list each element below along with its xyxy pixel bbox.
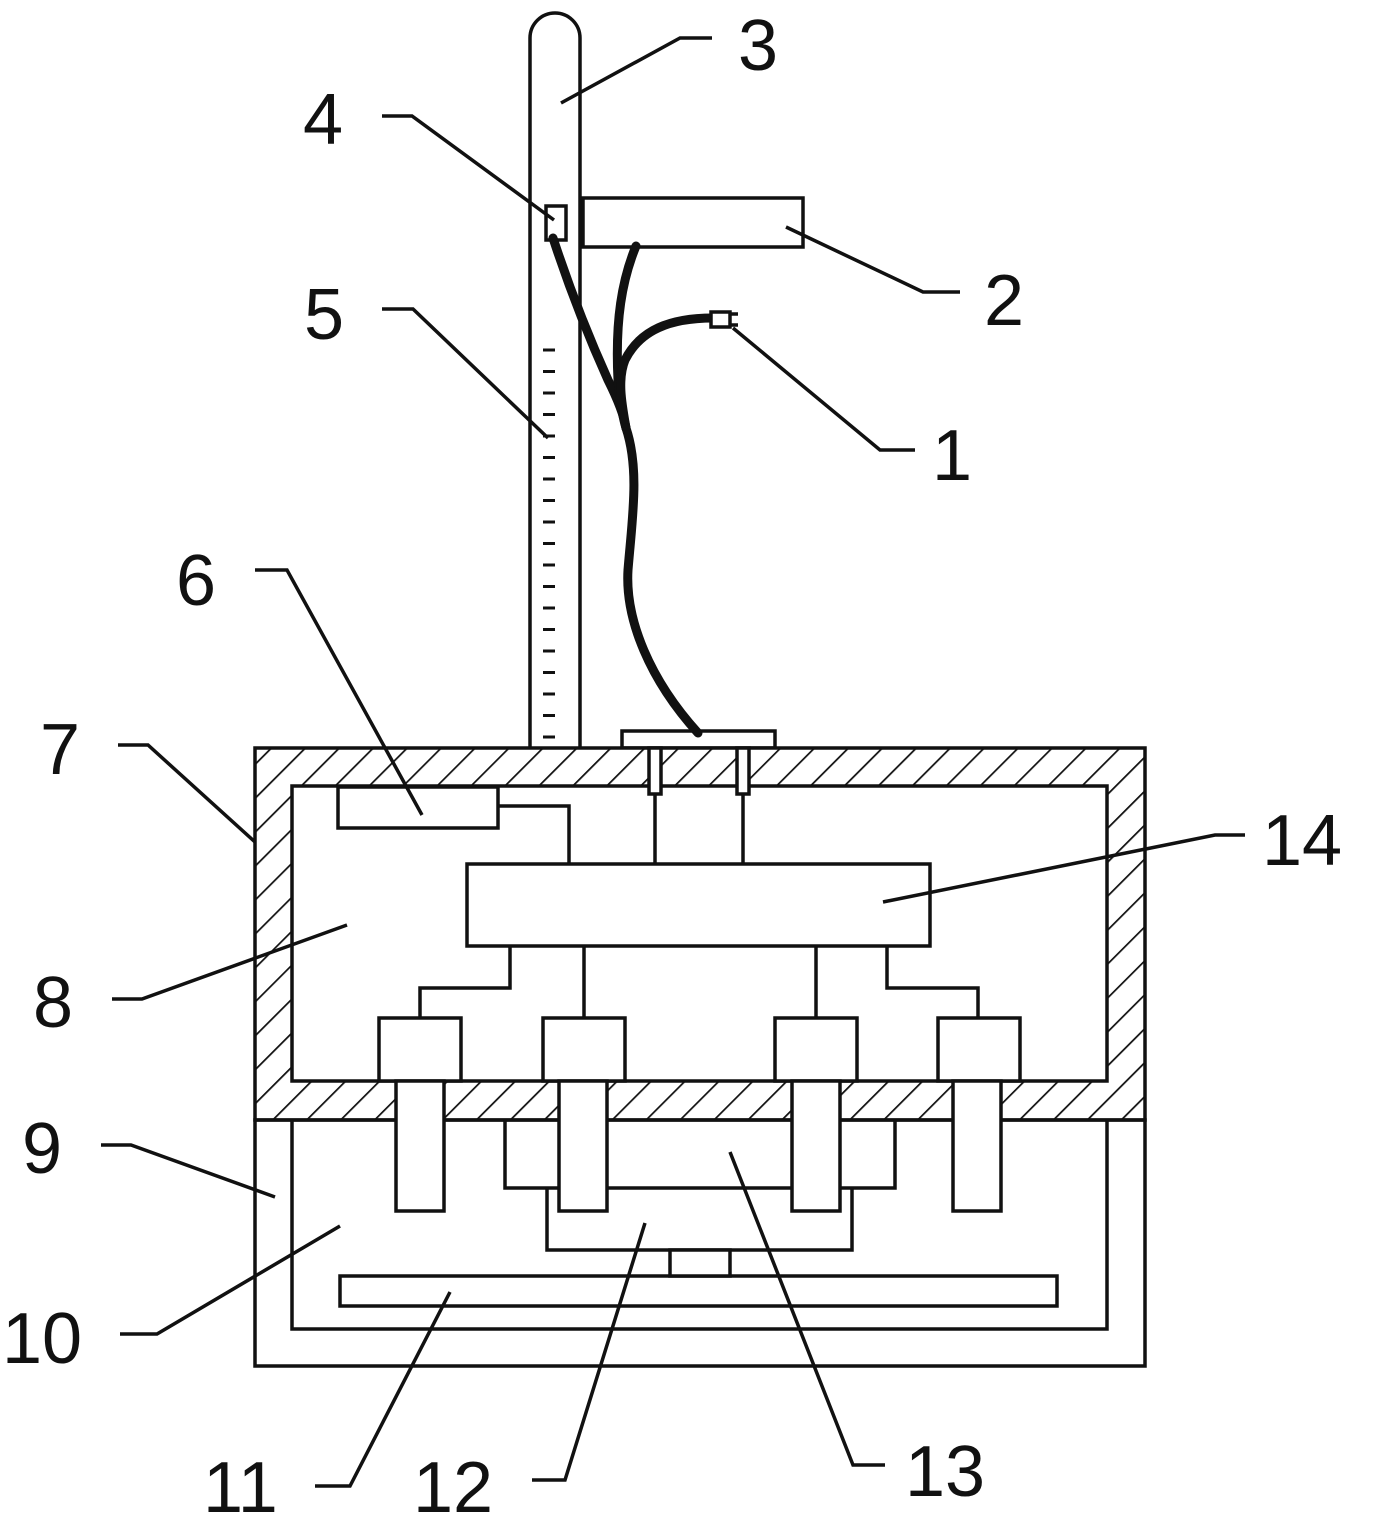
leader-4 xyxy=(382,114,556,222)
label-6: 6 xyxy=(176,541,217,621)
graduated-rod xyxy=(528,11,582,748)
lower-chamber-inner xyxy=(290,1120,1109,1331)
leader-6 xyxy=(255,568,424,816)
controller-board xyxy=(465,862,932,948)
label-9: 9 xyxy=(22,1109,63,1189)
leader-lines xyxy=(101,36,1245,1488)
leader-7 xyxy=(118,743,257,844)
leader-9 xyxy=(101,1143,276,1199)
label-10: 10 xyxy=(2,1299,83,1379)
actuators xyxy=(377,1016,1022,1213)
label-14: 14 xyxy=(1262,801,1343,881)
leader-10 xyxy=(120,1224,341,1336)
label-4: 4 xyxy=(303,80,344,160)
leader-12 xyxy=(532,1222,647,1482)
label-13: 13 xyxy=(905,1432,986,1512)
label-12: 12 xyxy=(413,1448,494,1527)
label-5: 5 xyxy=(304,275,345,355)
leader-8 xyxy=(112,923,348,1001)
controller-wiring xyxy=(418,794,980,1018)
label-11: 11 xyxy=(203,1448,278,1527)
plug-icon xyxy=(709,310,738,329)
label-8: 8 xyxy=(33,963,74,1043)
leader-13 xyxy=(728,1151,885,1467)
leader-3 xyxy=(560,36,712,105)
label-2: 2 xyxy=(984,261,1025,341)
leader-5 xyxy=(382,307,550,440)
leader-1 xyxy=(731,326,915,452)
leader-14 xyxy=(882,833,1245,904)
label-3: 3 xyxy=(738,6,779,86)
leader-11 xyxy=(315,1291,452,1488)
heating-plate xyxy=(338,1274,1059,1308)
central-assembly xyxy=(503,1120,897,1278)
leader-2 xyxy=(785,225,960,294)
label-7: 7 xyxy=(40,710,81,790)
rod-scale-ticks xyxy=(543,348,555,739)
sensor-cables xyxy=(548,233,718,738)
lower-chamber-outer xyxy=(253,1118,1147,1368)
horizontal-arm xyxy=(581,196,805,249)
label-1: 1 xyxy=(932,416,973,496)
